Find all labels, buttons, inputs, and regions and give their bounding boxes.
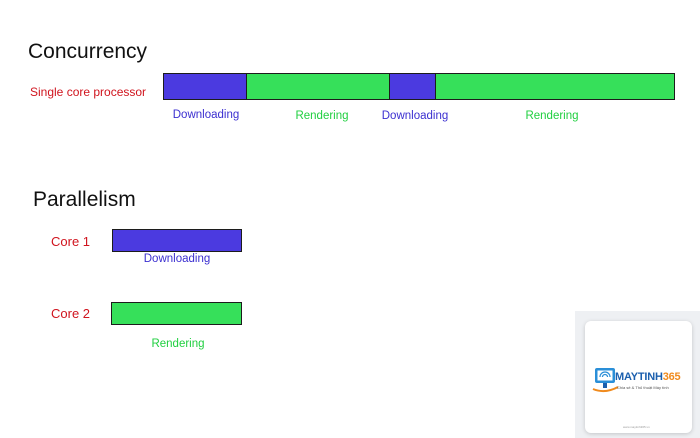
core-1-label: Core 1 bbox=[51, 234, 91, 249]
concurrency-segment-downloading-2 bbox=[389, 73, 436, 100]
core-2-label-rendering: Rendering bbox=[151, 338, 205, 350]
logo-tagline: Chia sẻ & Thủ thuật Máy tính bbox=[617, 385, 669, 390]
concurrency-label-downloading-1: Downloading bbox=[172, 109, 240, 121]
concurrency-label-rendering-2: Rendering bbox=[525, 110, 579, 122]
logo-wordmark: MAYTINH365 bbox=[615, 371, 681, 383]
logo-footer: www.maytinh365.vn bbox=[623, 425, 650, 429]
concurrency-label-downloading-2: Downloading bbox=[381, 110, 449, 122]
core-2-label: Core 2 bbox=[51, 306, 91, 321]
core-2-segment-rendering bbox=[111, 302, 242, 325]
core-1-segment-downloading bbox=[112, 229, 242, 252]
concurrency-title: Concurrency bbox=[28, 40, 148, 63]
concurrency-segment-rendering-1 bbox=[246, 73, 390, 100]
concurrency-segment-rendering-2 bbox=[435, 73, 675, 100]
watermark-logo-card: MAYTINH365 Chia sẻ & Thủ thuật Máy tính … bbox=[575, 311, 700, 438]
concurrency-label-rendering-1: Rendering bbox=[295, 110, 349, 122]
parallelism-title: Parallelism bbox=[33, 188, 136, 211]
logo-inner: MAYTINH365 Chia sẻ & Thủ thuật Máy tính … bbox=[585, 321, 692, 433]
core-1-label-downloading: Downloading bbox=[143, 253, 211, 265]
single-core-label: Single core processor bbox=[30, 85, 147, 99]
monitor-logo-icon bbox=[592, 368, 619, 393]
concurrency-segment-downloading-1 bbox=[163, 73, 247, 100]
